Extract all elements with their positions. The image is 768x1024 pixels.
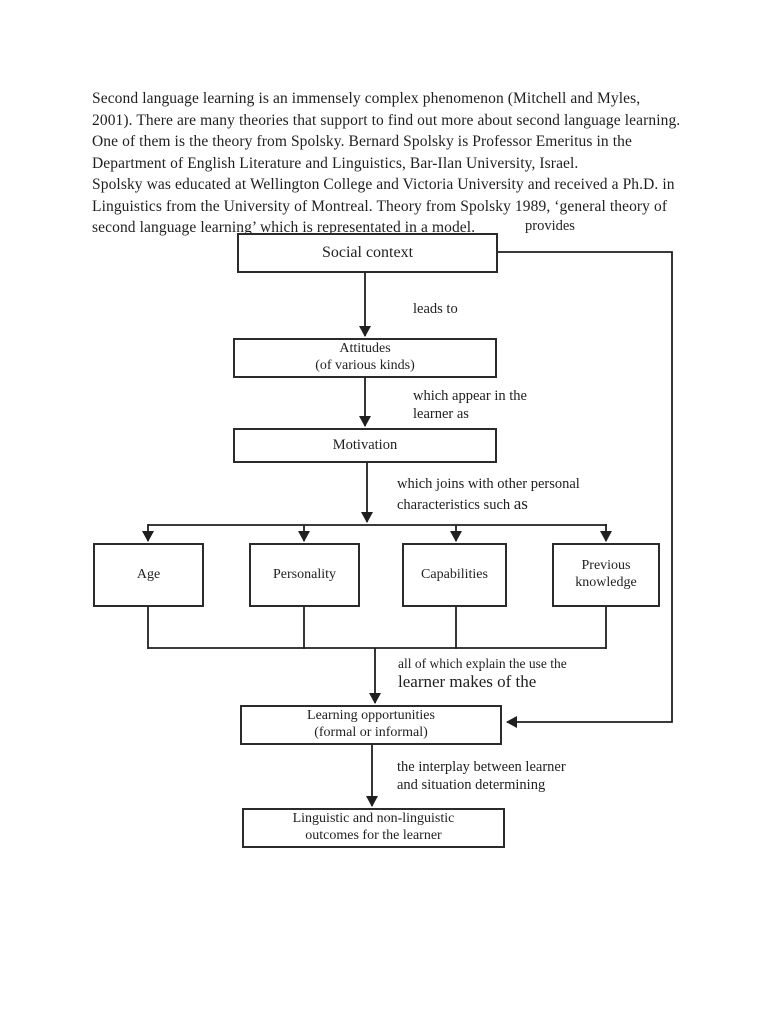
arrow-provides-social-to-learning [498,251,673,728]
flow-box-outcomes: Linguistic and non-linguistic outcomes f… [242,808,505,848]
edge-label-line: which appear in the [413,388,527,404]
flow-box-label: Learning opportunities [307,708,435,724]
edge-label-which-joins: which joins with other personal characte… [397,476,580,514]
flow-box-label: knowledge [575,575,637,590]
intro-paragraph: Second language learning is an immensely… [92,88,692,239]
flow-box-label: Social context [321,243,414,261]
flow-box-label: Attitudes [339,341,391,357]
flow-box-age: Age [93,543,204,607]
flow-box-label: Motivation [332,436,398,453]
flow-box-label: Age [136,566,161,582]
intro-line: Spolsky was educated at Wellington Colle… [92,176,675,193]
flow-box-previous-knowledge: Previous knowledge [552,543,660,607]
flow-box-personality: Personality [249,543,360,607]
edge-label-line: all of which explain the use the [398,656,567,671]
intro-line: Second language learning is an immensely… [92,90,641,107]
flow-box-capabilities: Capabilities [402,543,507,607]
flow-box-motivation: Motivation [233,428,497,463]
edge-label-leads-to: leads to [413,301,458,317]
edge-label-fragment: characteristics such [397,496,514,513]
flow-box-label: (formal or informal) [314,725,428,740]
flow-box-label: Linguistic and non-linguistic [292,811,455,827]
edge-label-all-of-which: all of which explain the use the learner… [398,655,567,692]
edge-label-line: the interplay between learner [397,759,566,775]
flow-box-learning-opportunities: Learning opportunities (formal or inform… [240,705,502,745]
edge-label-line: and situation determining [397,776,546,793]
edge-label-line: learner as [413,405,469,422]
connector-group [142,251,673,807]
intro-line: One of them is the theory from Spolsky. … [92,133,632,150]
edge-label-line: learner makes of the [398,672,537,691]
flow-box-label: (of various kinds) [315,358,415,373]
edge-label-line: characteristics such as [397,494,580,515]
flow-box-label: Capabilities [421,566,488,582]
intro-line: 2001). There are many theories that supp… [92,111,681,129]
edge-label-line: which joins with other personal [397,476,580,492]
flow-box-label: outcomes for the learner [305,828,442,843]
edge-label-provides: provides [525,218,575,234]
flow-box-attitudes: Attitudes (of various kinds) [233,338,497,378]
flow-box-social-context: Social context [237,233,498,273]
edge-label-which-appear: which appear in the learner as [413,388,527,423]
flow-box-label: Previous [581,558,631,574]
edge-label-fragment: as [513,493,528,513]
intro-line: Linguistics from the University of Montr… [92,197,668,215]
intro-line: Department of English Literature and Lin… [92,154,579,172]
edge-label-interplay: the interplay between learner and situat… [397,759,566,794]
flow-box-label: Personality [273,566,336,582]
intro-line: second language learning’ which is repre… [92,219,476,236]
